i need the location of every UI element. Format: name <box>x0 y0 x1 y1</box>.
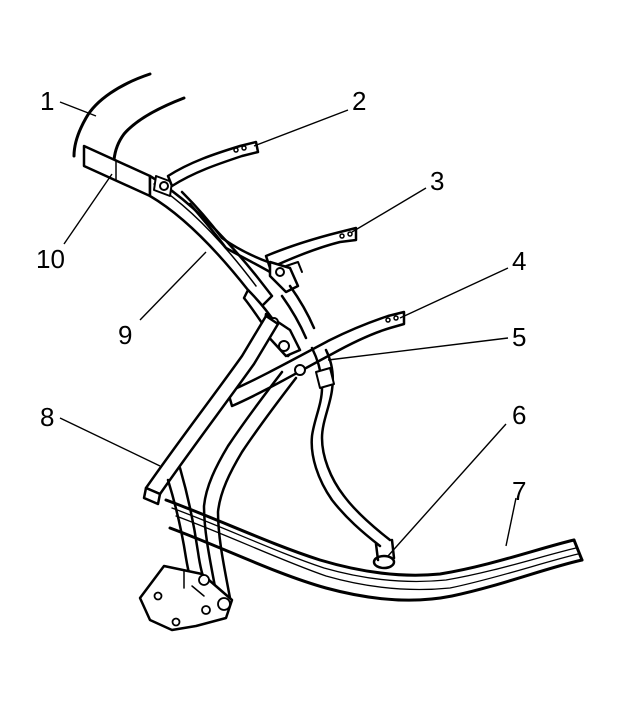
part-9-front-side-rail <box>148 174 274 308</box>
callout-2: 2 <box>352 86 366 116</box>
callout-4: 4 <box>512 246 526 276</box>
part-5-rear-linkage <box>310 346 392 548</box>
front-linkage <box>180 190 272 274</box>
leader-5 <box>327 337 509 361</box>
callout-1: 1 <box>40 86 54 116</box>
callout-8: 8 <box>40 402 54 432</box>
callout-labels: 1 2 3 4 5 6 7 8 9 10 <box>36 86 526 506</box>
leader-6 <box>387 423 507 557</box>
leader-1 <box>59 101 97 117</box>
callout-5: 5 <box>512 322 526 352</box>
callout-9: 9 <box>118 320 132 350</box>
part-8-main-side-rail <box>142 314 280 506</box>
callout-7: 7 <box>512 476 526 506</box>
part-3-middle-bow <box>264 226 358 270</box>
leader-10 <box>63 173 113 245</box>
leader-9 <box>139 251 207 321</box>
leader-lines <box>59 101 517 557</box>
leader-2 <box>253 109 349 147</box>
leader-3 <box>351 187 427 233</box>
base-mounting-bracket <box>138 564 234 632</box>
leader-8 <box>59 417 161 467</box>
part-1-front-header <box>72 72 186 162</box>
callout-10: 10 <box>36 244 65 274</box>
middle-pivot-bracket <box>268 260 303 294</box>
part-10-front-bow <box>82 144 152 198</box>
leader-7 <box>505 497 517 547</box>
part-7-rear-frame-rail <box>164 498 584 602</box>
part-2-bow-strap <box>166 140 260 188</box>
part-6-rear-mount <box>372 538 396 570</box>
callout-3: 3 <box>430 166 444 196</box>
callout-6: 6 <box>512 400 526 430</box>
leader-4 <box>399 267 509 319</box>
